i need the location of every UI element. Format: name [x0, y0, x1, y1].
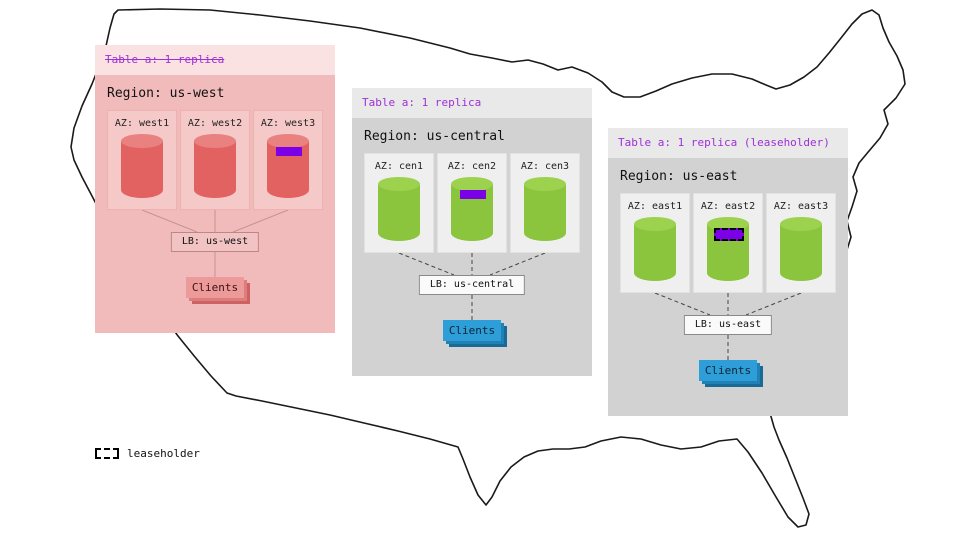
database-cylinder-icon [194, 134, 236, 198]
database-cylinder-icon [378, 177, 420, 241]
az-label: AZ: west2 [187, 118, 243, 129]
az-row: AZ: west1 AZ: west2 AZ: west3 [107, 110, 323, 210]
leaseholder-marker [714, 228, 744, 241]
az-label: AZ: cen1 [374, 161, 424, 172]
region-body: Region: us-central AZ: cen1 AZ: cen2 AZ:… [352, 118, 592, 376]
az-box-cen3: AZ: cen3 [510, 153, 580, 253]
region-panel-us-west: Table a: 1 replica Region: us-west AZ: w… [95, 45, 335, 333]
region-title: Region: us-east [620, 169, 738, 184]
legend-label: leaseholder [127, 447, 200, 460]
table-replica-header: Table a: 1 replica [352, 88, 592, 118]
database-cylinder-icon [780, 217, 822, 281]
region-panel-us-east: Table a: 1 replica (leaseholder) Region:… [608, 128, 848, 416]
load-balancer-box: LB: us-central [418, 275, 526, 295]
region-panel-us-central: Table a: 1 replica Region: us-central AZ… [352, 88, 592, 376]
database-cylinder-icon [524, 177, 566, 241]
lb-to-clients-connector [471, 295, 473, 320]
az-label: AZ: west1 [114, 118, 170, 129]
load-balancer-box: LB: us-east [683, 315, 773, 335]
az-box-cen1: AZ: cen1 [364, 153, 434, 253]
region-title: Region: us-west [107, 86, 225, 101]
az-label: AZ: east1 [627, 201, 683, 212]
az-to-lb-connectors [398, 253, 546, 275]
az-to-lb-connectors [141, 210, 289, 232]
az-row: AZ: cen1 AZ: cen2 AZ: cen3 [364, 153, 580, 253]
clients-box: Clients [699, 360, 757, 381]
az-box-west1: AZ: west1 [107, 110, 177, 210]
az-label: AZ: cen2 [447, 161, 497, 172]
az-label: AZ: west3 [260, 118, 316, 129]
legend: leaseholder [95, 447, 200, 460]
clients-box: Clients [443, 320, 501, 341]
az-box-west3: AZ: west3 [253, 110, 323, 210]
region-title: Region: us-central [364, 129, 505, 144]
table-replica-header: Table a: 1 replica (leaseholder) [608, 128, 848, 158]
az-label: AZ: east2 [700, 201, 756, 212]
replica-marker [460, 190, 486, 199]
lb-to-clients-connector [214, 252, 216, 277]
az-label: AZ: cen3 [520, 161, 570, 172]
replica-marker [276, 147, 302, 156]
region-body: Region: us-west AZ: west1 AZ: west2 AZ: … [95, 75, 335, 333]
az-box-east1: AZ: east1 [620, 193, 690, 293]
load-balancer-box: LB: us-west [170, 232, 260, 252]
az-box-east2: AZ: east2 [693, 193, 763, 293]
database-cylinder-icon [121, 134, 163, 198]
az-box-west2: AZ: west2 [180, 110, 250, 210]
clients-box: Clients [186, 277, 244, 298]
az-to-lb-connectors [654, 293, 802, 315]
az-label: AZ: east3 [773, 201, 829, 212]
database-cylinder-icon [634, 217, 676, 281]
leaseholder-swatch-icon [95, 448, 119, 459]
database-cylinder-icon [267, 134, 309, 198]
az-row: AZ: east1 AZ: east2 AZ: east3 [620, 193, 836, 293]
database-cylinder-icon [451, 177, 493, 241]
az-box-east3: AZ: east3 [766, 193, 836, 293]
lb-to-clients-connector [727, 335, 729, 360]
az-box-cen2: AZ: cen2 [437, 153, 507, 253]
region-body: Region: us-east AZ: east1 AZ: east2 AZ: … [608, 158, 848, 416]
database-cylinder-icon [707, 217, 749, 281]
table-replica-header: Table a: 1 replica [95, 45, 335, 75]
